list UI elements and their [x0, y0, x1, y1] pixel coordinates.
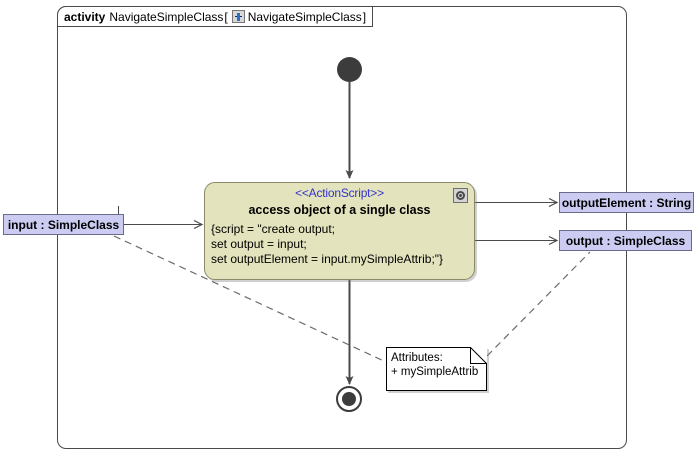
- note-text: Attributes: + mySimpleAttrib: [391, 351, 478, 379]
- note-line: + mySimpleAttrib: [391, 366, 479, 378]
- note-attributes[interactable]: Attributes: + mySimpleAttrib: [386, 347, 487, 391]
- initial-node: [337, 57, 362, 82]
- note-line: Attributes:: [391, 352, 443, 364]
- frame-keyword: activity: [64, 9, 106, 24]
- action-body-line: set output = input;: [211, 237, 307, 251]
- pin-input[interactable]: input : SimpleClass: [3, 214, 124, 235]
- final-node: [336, 386, 362, 412]
- action-body-line: {script = "create output;: [211, 222, 335, 236]
- activity-diagram-icon: [231, 10, 245, 23]
- frame-diagram-name: NavigateSimpleClass: [247, 9, 362, 24]
- note-shape: [386, 347, 487, 391]
- action-body-line: set outputElement = input.mySimpleAttrib…: [211, 252, 444, 266]
- frame-bracket-close: ]: [362, 9, 367, 24]
- action-node[interactable]: <<ActionScript>> access object of a sing…: [204, 182, 475, 280]
- frame-activity-name: NavigateSimpleClass: [109, 9, 224, 24]
- activity-frame-header: activity NavigateSimpleClass [ NavigateS…: [57, 6, 374, 27]
- pin-output-element[interactable]: outputElement : String: [559, 192, 694, 213]
- frame-bracket-open: [: [224, 9, 228, 24]
- pin-output[interactable]: output : SimpleClass: [559, 230, 692, 251]
- action-body: {script = "create output; set output = i…: [205, 222, 474, 267]
- action-title: access object of a single class: [248, 203, 431, 217]
- script-gear-icon[interactable]: [453, 188, 468, 203]
- action-stereotype: <<ActionScript>>: [295, 186, 384, 200]
